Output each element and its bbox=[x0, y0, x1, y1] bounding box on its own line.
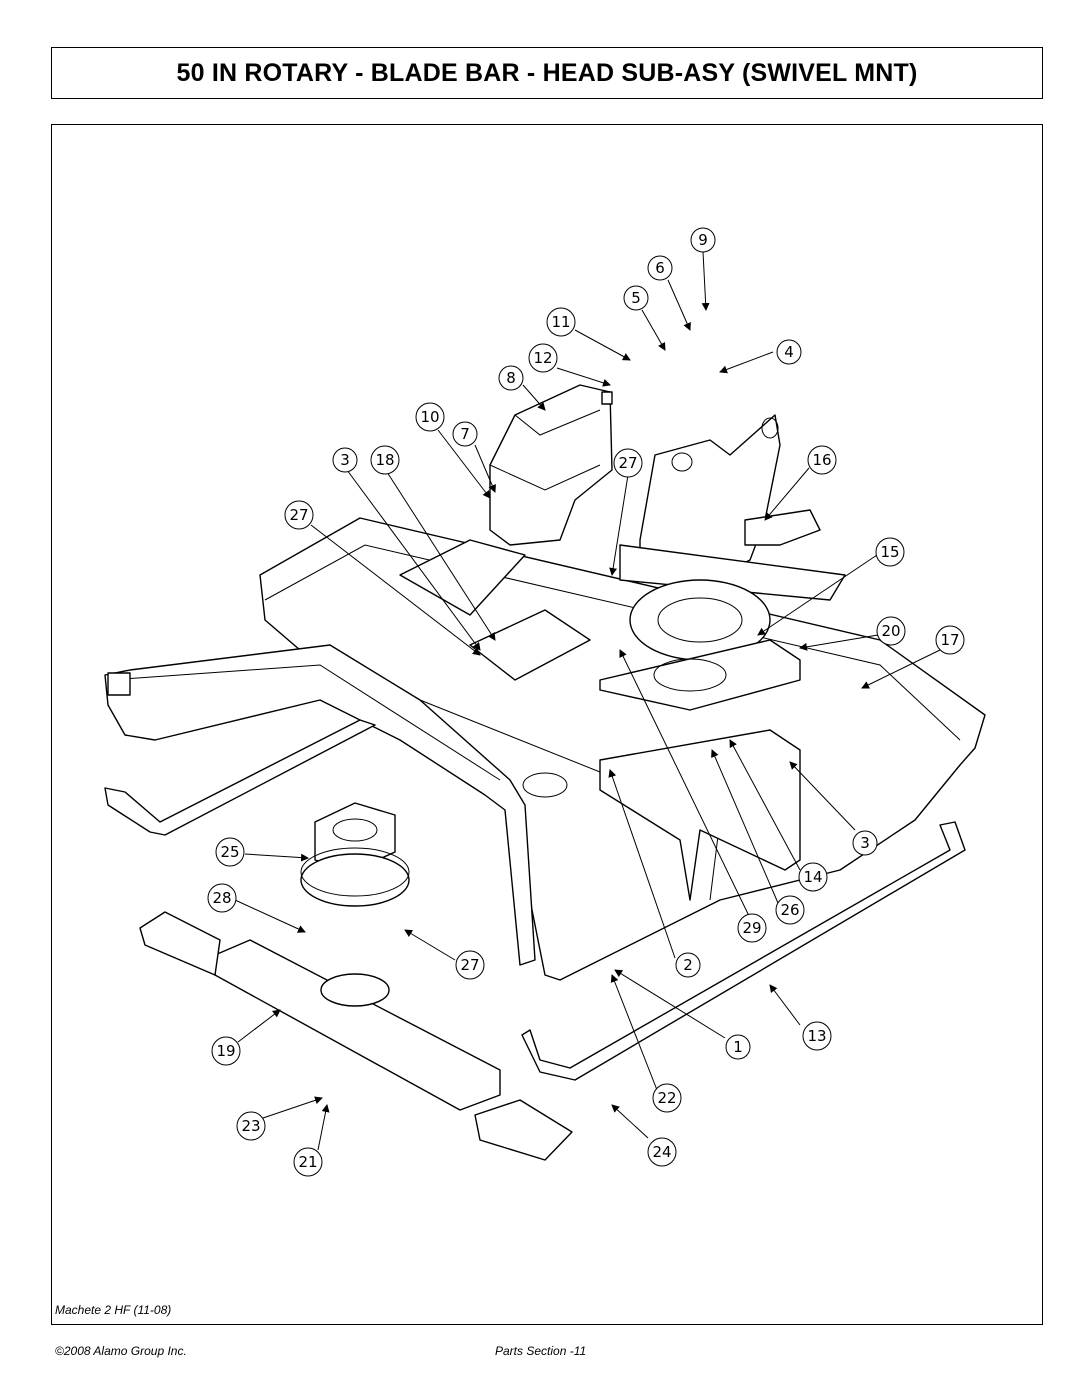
callout-18: 18 bbox=[370, 445, 400, 475]
spindle-housing bbox=[300, 802, 410, 907]
page-title: 50 IN ROTARY - BLADE BAR - HEAD SUB-ASY … bbox=[176, 58, 918, 87]
callout-13: 13 bbox=[802, 1021, 832, 1051]
callout-24: 24 bbox=[647, 1137, 677, 1167]
svg-text:10: 10 bbox=[420, 408, 439, 426]
svg-text:7: 7 bbox=[460, 425, 470, 443]
left-skid bbox=[104, 719, 376, 836]
callout-5: 5 bbox=[623, 285, 649, 311]
callout-25: 25 bbox=[215, 837, 245, 867]
title-box: 50 IN ROTARY - BLADE BAR - HEAD SUB-ASY … bbox=[51, 47, 1043, 99]
callout-16: 16 bbox=[807, 445, 837, 475]
callout-23: 23 bbox=[236, 1111, 266, 1141]
square-mount-plate bbox=[469, 609, 591, 681]
svg-text:8: 8 bbox=[506, 369, 516, 387]
copyright-footer: ©2008 Alamo Group Inc. bbox=[55, 1344, 187, 1358]
callout-6: 6 bbox=[647, 255, 673, 281]
callout-10: 10 bbox=[415, 402, 445, 432]
svg-text:20: 20 bbox=[881, 622, 900, 640]
callout-21: 21 bbox=[293, 1147, 323, 1177]
svg-text:6: 6 bbox=[655, 259, 665, 277]
blade-bar bbox=[139, 911, 573, 1161]
svg-text:25: 25 bbox=[220, 843, 239, 861]
svg-text:17: 17 bbox=[940, 631, 959, 649]
callout-4: 4 bbox=[776, 339, 802, 365]
callout-11: 11 bbox=[546, 307, 576, 337]
callout-28: 28 bbox=[207, 883, 237, 913]
callout-2: 2 bbox=[675, 952, 701, 978]
callout-15: 15 bbox=[875, 537, 905, 567]
right-skid bbox=[521, 821, 966, 1081]
svg-text:16: 16 bbox=[812, 451, 831, 469]
svg-text:1: 1 bbox=[733, 1038, 743, 1056]
mower-deck bbox=[259, 517, 986, 981]
svg-text:27: 27 bbox=[289, 506, 308, 524]
svg-text:22: 22 bbox=[657, 1089, 676, 1107]
svg-text:21: 21 bbox=[298, 1153, 317, 1171]
svg-text:24: 24 bbox=[652, 1143, 671, 1161]
callout-9: 9 bbox=[690, 227, 716, 253]
callout-1: 1 bbox=[725, 1034, 751, 1060]
callout-27: 27 bbox=[284, 500, 314, 530]
callout-bubbles: 9 6 5 11 4 12 8 10 7 3 18 27 16 27 15 20… bbox=[207, 227, 965, 1177]
svg-text:27: 27 bbox=[460, 956, 479, 974]
gearbox bbox=[489, 384, 613, 546]
svg-text:3: 3 bbox=[340, 451, 350, 469]
svg-text:13: 13 bbox=[807, 1027, 826, 1045]
svg-text:27: 27 bbox=[618, 454, 637, 472]
callout-27: 27 bbox=[613, 448, 643, 478]
svg-text:23: 23 bbox=[241, 1117, 260, 1135]
leader-lines bbox=[234, 251, 941, 1151]
callout-17: 17 bbox=[935, 625, 965, 655]
svg-text:12: 12 bbox=[533, 349, 552, 367]
callout-22: 22 bbox=[652, 1083, 682, 1113]
svg-text:18: 18 bbox=[375, 451, 394, 469]
svg-text:15: 15 bbox=[880, 543, 899, 561]
callout-20: 20 bbox=[876, 616, 906, 646]
mount-plate bbox=[599, 639, 801, 711]
callout-19: 19 bbox=[211, 1036, 241, 1066]
svg-text:28: 28 bbox=[212, 889, 231, 907]
svg-text:5: 5 bbox=[631, 289, 641, 307]
svg-text:3: 3 bbox=[860, 834, 870, 852]
frame-tube bbox=[104, 644, 536, 966]
svg-text:11: 11 bbox=[551, 313, 570, 331]
svg-text:26: 26 bbox=[780, 901, 799, 919]
callout-7: 7 bbox=[452, 421, 478, 447]
callout-27: 27 bbox=[455, 950, 485, 980]
callout-14: 14 bbox=[798, 862, 828, 892]
diagram-frame bbox=[51, 124, 1043, 1325]
model-label: Machete 2 HF (11-08) bbox=[55, 1303, 172, 1317]
callout-3: 3 bbox=[852, 830, 878, 856]
swivel-mount-bracket bbox=[619, 414, 846, 601]
svg-text:4: 4 bbox=[784, 343, 794, 361]
callout-26: 26 bbox=[775, 895, 805, 925]
section-footer: Parts Section -11 bbox=[495, 1344, 587, 1358]
callout-29: 29 bbox=[737, 913, 767, 943]
svg-text:2: 2 bbox=[683, 956, 693, 974]
callout-3: 3 bbox=[332, 447, 358, 473]
svg-text:29: 29 bbox=[742, 919, 761, 937]
callout-8: 8 bbox=[498, 365, 524, 391]
svg-text:19: 19 bbox=[216, 1042, 235, 1060]
svg-text:9: 9 bbox=[698, 231, 708, 249]
callout-12: 12 bbox=[528, 343, 558, 373]
svg-text:14: 14 bbox=[803, 868, 822, 886]
